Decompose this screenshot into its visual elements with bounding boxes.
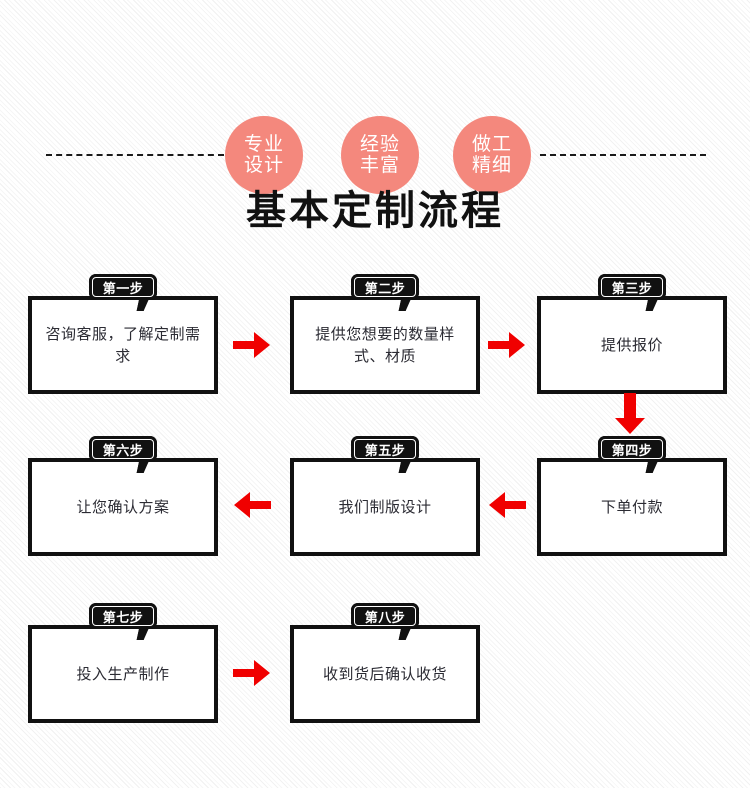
step-3-badge: 第三步 [598,274,666,300]
step-1-text: 咨询客服，了解定制需求 [45,324,201,366]
circle-3-line-1: 做工 [471,132,512,155]
step-6-badge: 第六步 [89,436,157,462]
step-6-text: 让您确认方案 [76,497,170,516]
step-card-1: 咨询客服，了解定制需求 第一步 [28,274,218,394]
circle-2-line-2: 丰富 [359,154,400,176]
dashed-divider-left [46,154,224,156]
step-card-4: 下单付款 第四步 [537,436,727,556]
circle-1-line-1: 专业 [243,132,284,155]
step-4-box: 下单付款 [537,458,727,556]
arrow-step5-to-step6-icon [232,487,272,523]
step-2-badge: 第二步 [351,274,419,300]
arrow-step3-to-step4-icon [612,392,648,436]
step-8-badge: 第八步 [351,603,419,629]
step-8-box: 收到货后确认收货 [290,625,480,723]
step-4-text: 下单付款 [600,497,663,516]
arrow-step1-to-step2-icon [232,327,272,363]
step-2-badge-label: 第二步 [364,281,406,297]
arrow-step4-to-step5-icon [487,487,527,523]
circle-fine-workmanship: 做工 精细 [453,116,531,194]
step-6-box: 让您确认方案 [28,458,218,556]
step-4-badge: 第四步 [598,436,666,462]
circle-1-line-2: 设计 [243,154,284,176]
step-3-badge-label: 第三步 [611,281,653,297]
step-5-badge: 第五步 [351,436,419,462]
step-5-text: 我们制版设计 [338,497,432,516]
step-2-text: 提供您想要的数量样式、材质 [315,324,455,366]
step-card-6: 让您确认方案 第六步 [28,436,218,556]
circle-2-line-1: 经验 [359,132,400,155]
step-1-box: 咨询客服，了解定制需求 [28,296,218,394]
step-4-badge-label: 第四步 [611,443,653,459]
step-6-badge-label: 第六步 [102,443,144,459]
feature-badges-row: 专业 设计 经验 丰富 做工 精细 [0,50,750,194]
step-card-3: 提供报价 第三步 [537,274,727,394]
arrow-step2-to-step3-icon [487,327,527,363]
step-8-text: 收到货后确认收货 [322,664,447,683]
step-card-7: 投入生产制作 第七步 [28,603,218,723]
dashed-divider-right [540,154,706,156]
step-5-badge-label: 第五步 [364,443,406,459]
step-3-box: 提供报价 [537,296,727,394]
arrow-step7-to-step8-icon [232,655,272,691]
step-8-badge-label: 第八步 [364,610,406,626]
step-3-text: 提供报价 [600,335,663,354]
circle-rich-experience: 经验 丰富 [341,116,419,194]
step-2-box: 提供您想要的数量样式、材质 [290,296,480,394]
step-card-2: 提供您想要的数量样式、材质 第二步 [290,274,480,394]
step-card-8: 收到货后确认收货 第八步 [290,603,480,723]
page-title: 基本定制流程 [246,188,504,234]
step-5-box: 我们制版设计 [290,458,480,556]
step-7-badge: 第七步 [89,603,157,629]
circle-professional-design: 专业 设计 [225,116,303,194]
step-7-box: 投入生产制作 [28,625,218,723]
step-card-5: 我们制版设计 第五步 [290,436,480,556]
circle-3-line-2: 精细 [471,154,512,176]
step-1-badge: 第一步 [89,274,157,300]
step-1-badge-label: 第一步 [102,281,144,297]
step-7-text: 投入生产制作 [76,664,170,683]
step-7-badge-label: 第七步 [102,610,144,626]
